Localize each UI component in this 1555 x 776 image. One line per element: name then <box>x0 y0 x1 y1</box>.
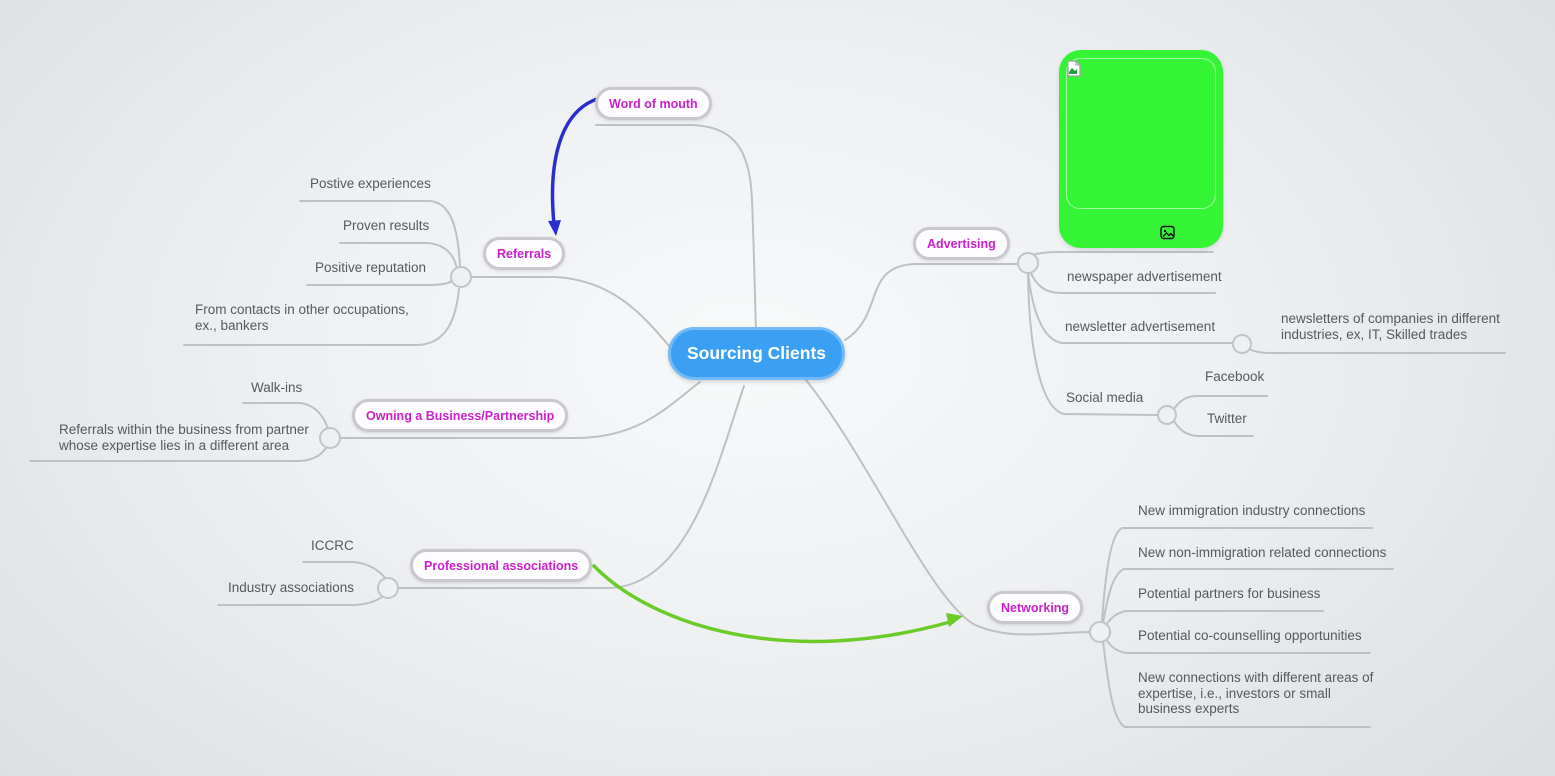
wire-center-professional <box>397 385 745 589</box>
image-placeholder-frame <box>1066 58 1216 209</box>
wire-potential-partners <box>1104 610 1324 627</box>
wire-newsletter <box>1027 272 1234 344</box>
wire-industry-associations <box>217 594 385 606</box>
wire-positive-reputation <box>306 280 453 286</box>
child-node-potential-partners[interactable]: Potential partners for business <box>1138 586 1321 601</box>
wire-newspaper <box>1029 270 1216 294</box>
green-arrowhead-icon <box>946 613 963 627</box>
child-node-facebook[interactable]: Facebook <box>1205 369 1265 384</box>
wire-twitter <box>1173 420 1254 437</box>
social-media-collapse-handle[interactable] <box>1157 405 1177 425</box>
referrals-collapse-handle[interactable] <box>450 266 472 288</box>
wire-center-owning-business <box>339 381 701 439</box>
child-node-positive-reputation[interactable]: Positive reputation <box>315 260 427 275</box>
wire-image-node <box>1029 251 1214 257</box>
child-node-potential-co-counselling[interactable]: Potential co-counselling opportunities <box>1138 628 1362 643</box>
green-arrow-curve <box>592 564 952 644</box>
wire-center-word-of-mouth <box>595 124 757 331</box>
child-node-twitter[interactable]: Twitter <box>1207 411 1247 426</box>
wire-new-immigration <box>1101 527 1373 623</box>
child-node-from-contacts[interactable]: From contacts in other occupations, ex.,… <box>195 302 409 333</box>
wire-potential-co-counselling <box>1104 637 1371 654</box>
newsletter-collapse-handle[interactable] <box>1232 334 1252 354</box>
wire-postive-experiences <box>299 200 461 267</box>
broken-image-icon <box>1067 60 1082 77</box>
image-node-advertising[interactable] <box>1059 50 1223 248</box>
child-node-new-non-immigration-connections[interactable]: New non-immigration related connections <box>1138 545 1387 560</box>
branch-node-professional-associations[interactable]: Professional associations <box>410 549 593 582</box>
image-icon <box>1160 225 1175 240</box>
wire-facebook <box>1173 395 1268 410</box>
branch-node-referrals[interactable]: Referrals <box>483 237 566 270</box>
wire-center-referrals <box>470 276 671 348</box>
networking-collapse-handle[interactable] <box>1089 621 1111 643</box>
child-node-industry-associations[interactable]: Industry associations <box>228 580 355 595</box>
child-node-social-media[interactable]: Social media <box>1066 390 1144 405</box>
relationship-arrow-word-of-mouth-to-referrals[interactable] <box>548 97 599 236</box>
professional-collapse-handle[interactable] <box>377 577 399 599</box>
wire-center-networking <box>805 379 1091 636</box>
child-node-newspaper-advertisement[interactable]: newspaper advertisement <box>1067 269 1222 284</box>
child-node-newsletters-of-companies[interactable]: newsletters of companies in different in… <box>1281 311 1500 342</box>
junction-handles <box>319 252 1252 643</box>
advertising-collapse-handle[interactable] <box>1017 252 1039 274</box>
relationship-arrow-professional-to-networking[interactable] <box>592 564 963 644</box>
branch-node-networking[interactable]: Networking <box>987 591 1084 624</box>
child-node-new-connections-expertise[interactable]: New connections with different areas of … <box>1138 670 1374 716</box>
wire-referrals-within <box>29 447 327 462</box>
blue-arrowhead-icon <box>548 220 561 236</box>
child-node-postive-experiences[interactable]: Postive experiences <box>310 176 431 191</box>
wire-new-connections <box>1102 640 1371 728</box>
branch-node-advertising[interactable]: Advertising <box>913 227 1010 260</box>
wire-center-advertising <box>844 263 1019 341</box>
wire-walk-ins <box>242 402 329 430</box>
wire-newsletters-of-companies <box>1248 348 1506 354</box>
child-node-newsletter-advertisement[interactable]: newsletter advertisement <box>1065 319 1216 334</box>
wire-iccrc <box>302 561 387 580</box>
wire-social-media <box>1027 272 1158 416</box>
child-node-walk-ins[interactable]: Walk-ins <box>251 380 303 395</box>
owning-business-collapse-handle[interactable] <box>319 427 341 449</box>
child-node-iccrc[interactable]: ICCRC <box>311 538 354 553</box>
branch-node-word-of-mouth[interactable]: Word of mouth <box>595 87 712 120</box>
wire-from-contacts <box>183 288 460 346</box>
center-node-sourcing-clients[interactable]: Sourcing Clients <box>668 327 845 380</box>
blue-arrow-curve <box>550 97 599 226</box>
child-node-new-immigration-connections[interactable]: New immigration industry connections <box>1138 503 1366 518</box>
child-node-referrals-within-business[interactable]: Referrals within the business from partn… <box>59 422 309 453</box>
child-node-proven-results[interactable]: Proven results <box>343 218 430 233</box>
wire-proven-results <box>339 242 458 269</box>
branch-node-owning-business[interactable]: Owning a Business/Partnership <box>352 399 569 432</box>
wire-new-non-immigration <box>1102 568 1394 624</box>
